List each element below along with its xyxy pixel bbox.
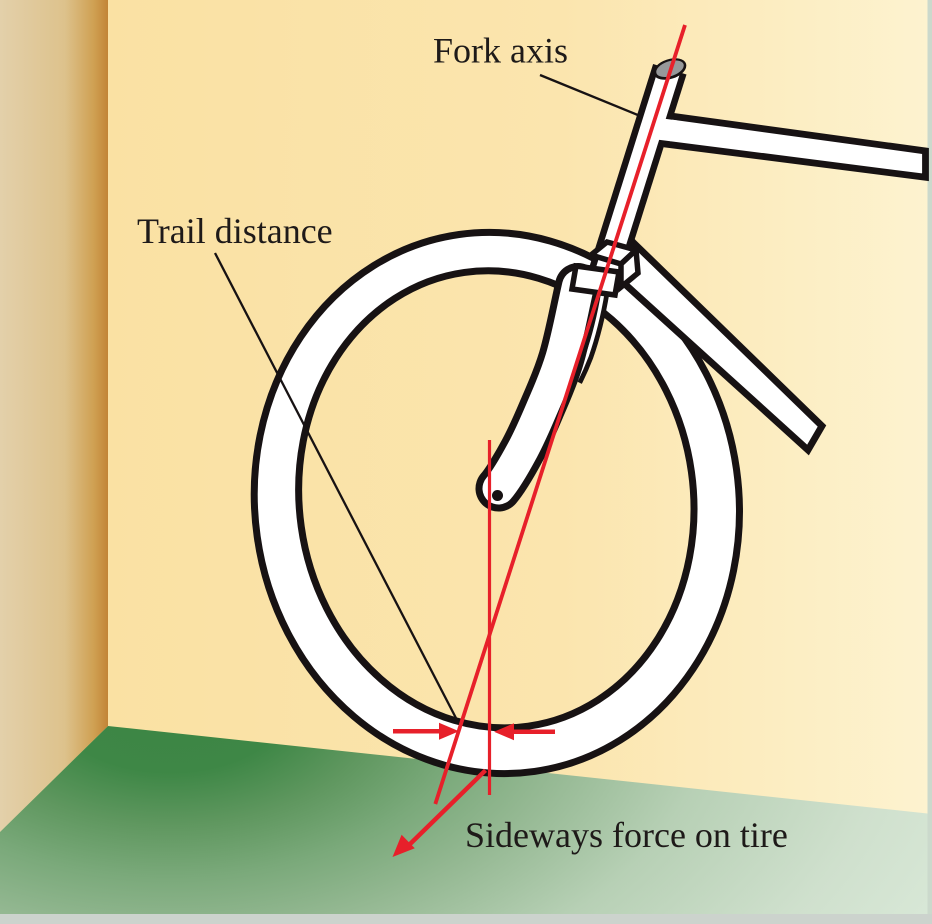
svg-text:Trail distance: Trail distance (137, 211, 333, 251)
svg-text:Fork axis: Fork axis (433, 31, 568, 71)
svg-text:Sideways force on tire: Sideways force on tire (465, 815, 788, 855)
